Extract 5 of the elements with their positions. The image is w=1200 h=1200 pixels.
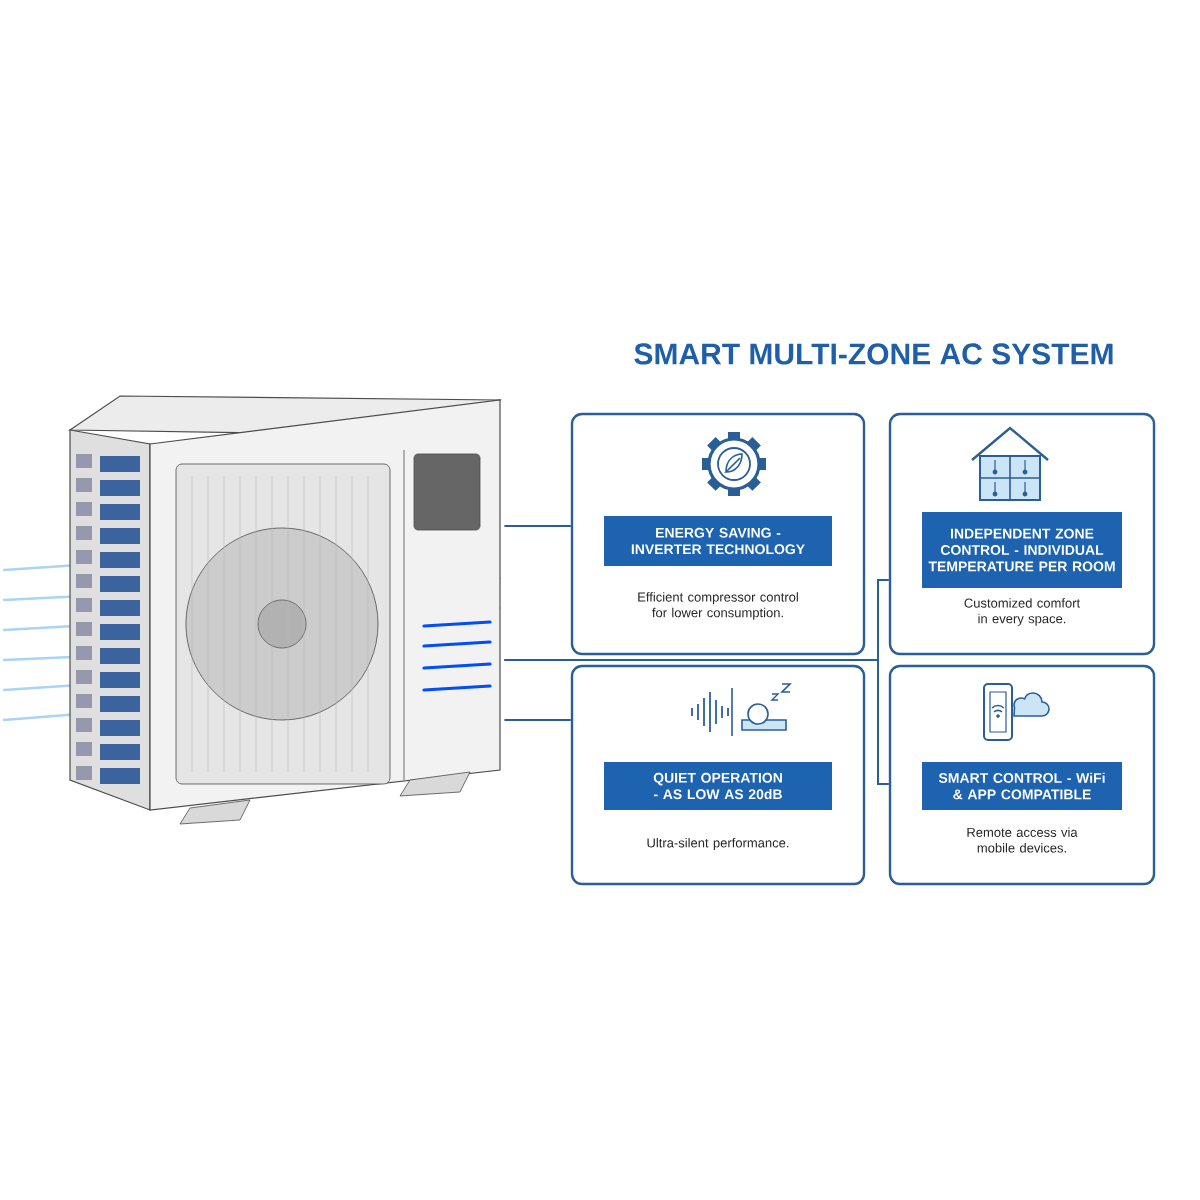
title: SMART MULTI-ZONE AC SYSTEM xyxy=(634,343,1113,365)
connector-line xyxy=(503,719,572,721)
connector-line xyxy=(503,525,572,527)
air-conditioner-drawing xyxy=(2,395,502,825)
connector-line xyxy=(503,659,890,785)
